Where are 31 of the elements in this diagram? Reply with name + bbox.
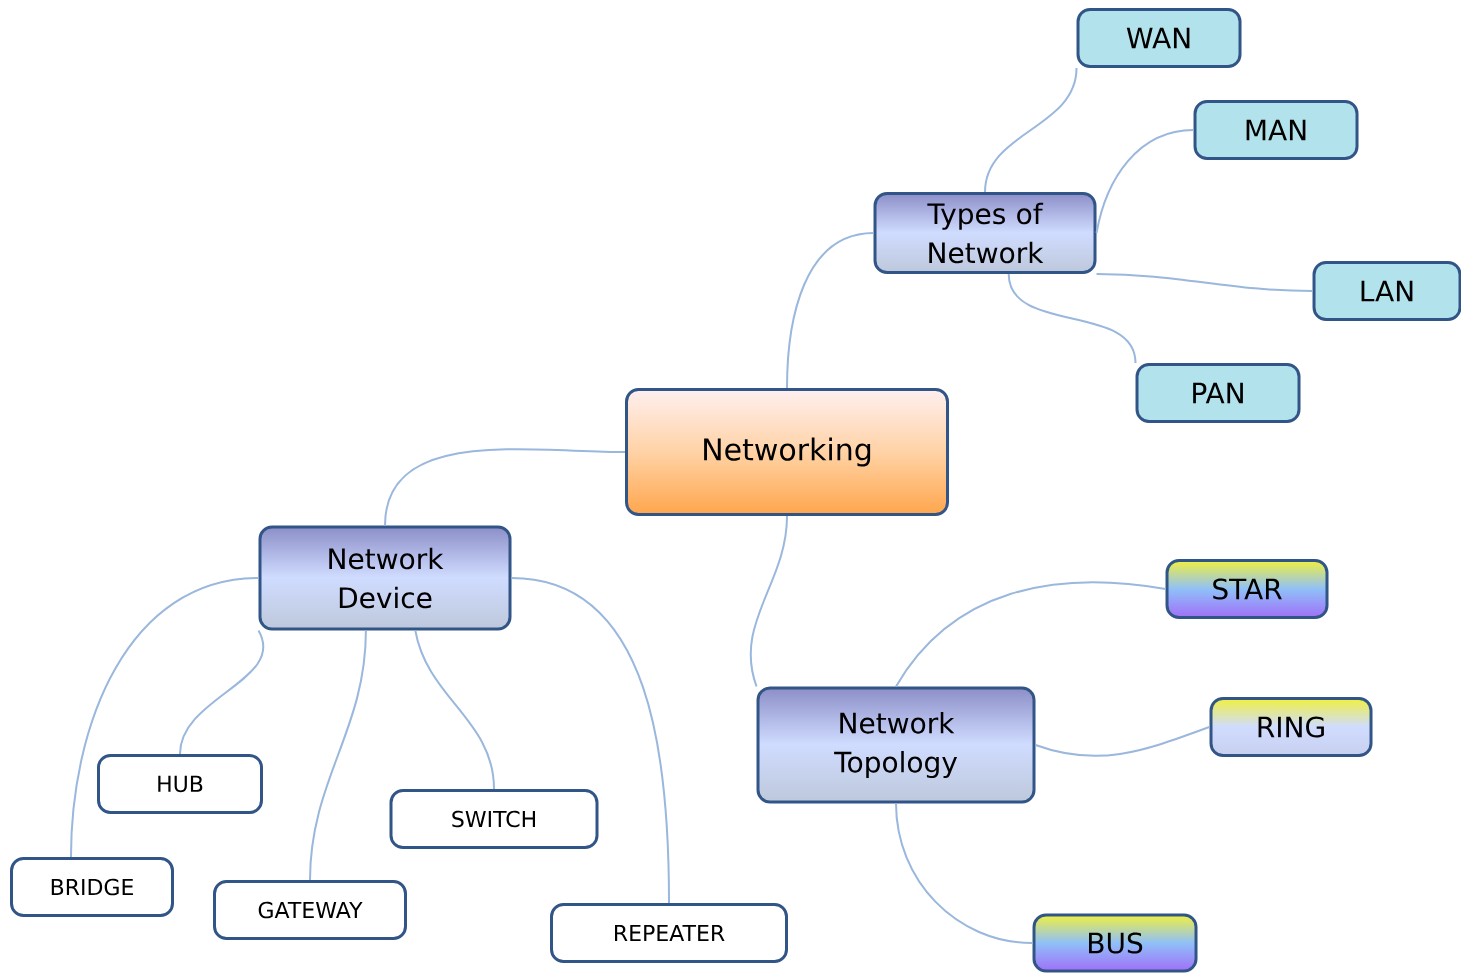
item-box: WAN — [1076, 8, 1242, 68]
item-box: HUB — [97, 754, 263, 814]
item-box: BUS — [1032, 913, 1198, 973]
item-box: STAR — [1165, 559, 1329, 619]
connector-line — [510, 577, 670, 904]
item-box: BRIDGE — [10, 857, 174, 917]
connector-line — [1095, 273, 1314, 292]
connector-line — [895, 581, 1167, 688]
connector-line — [309, 629, 367, 881]
connector-line — [786, 232, 875, 389]
subtopic-box: Network Device — [258, 525, 512, 631]
central-topic-box: Networking — [625, 388, 949, 516]
item-box: GATEWAY — [213, 880, 407, 940]
item-box: LAN — [1312, 261, 1461, 321]
item-box: RING — [1209, 697, 1373, 757]
connector-line — [414, 629, 495, 790]
connector-line — [984, 67, 1078, 193]
connector-line — [70, 577, 260, 858]
connector-line — [1007, 273, 1137, 364]
subtopic-box: Types of Network — [873, 192, 1097, 274]
connector-line — [1095, 129, 1195, 234]
connector-line — [1034, 726, 1211, 757]
item-box: PAN — [1135, 363, 1301, 423]
item-box: SWITCH — [389, 789, 599, 849]
item-box: REPEATER — [550, 903, 788, 963]
subtopic-box: Network Topology — [756, 686, 1036, 804]
connector-line — [384, 448, 626, 527]
connector-line — [895, 802, 1034, 944]
connector-line — [749, 515, 788, 688]
item-box: MAN — [1193, 100, 1359, 160]
connector-line — [179, 629, 264, 755]
